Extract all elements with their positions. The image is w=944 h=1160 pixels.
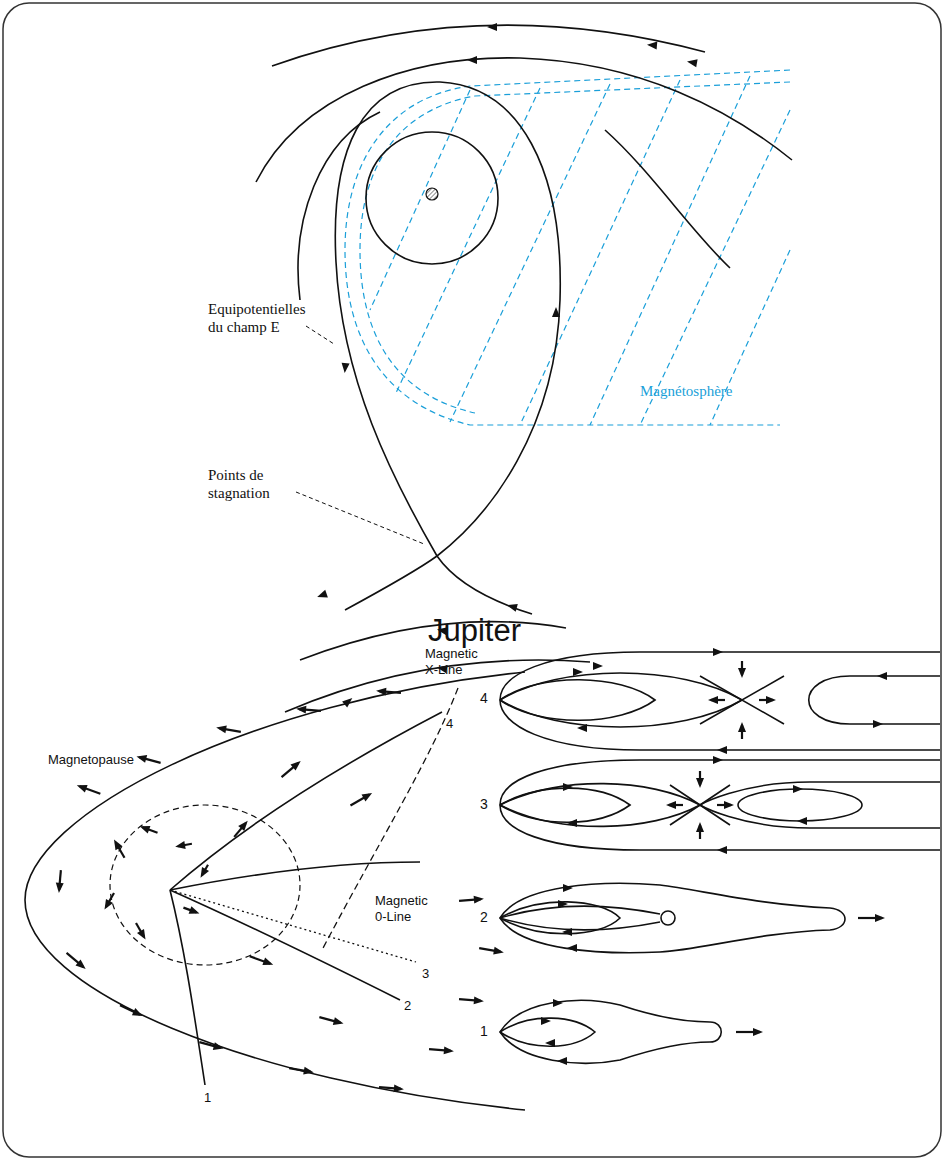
arrow-head [753,1028,763,1036]
arrow-head [175,841,186,849]
arrow-head [793,785,803,793]
arrow-head [766,696,776,704]
arrow-head [873,720,883,728]
arrow-head [666,801,676,809]
callout-number: 2 [480,909,488,926]
arrow-head [444,1046,454,1054]
arrow-head [296,706,306,714]
arrow-head [562,928,572,936]
note-label: Equipotentielles du champ E [208,300,313,336]
callout-number: 1 [204,1090,211,1106]
arrow-head [56,883,64,893]
arrow-head [713,648,723,656]
arrow-head [303,1067,314,1075]
arrow-head [738,722,746,732]
field-line-panels [500,652,940,1063]
line-label: Magnetic 0-Line [375,893,437,924]
planet-title: Jupiter [428,612,521,649]
arrow-head [563,783,573,791]
planet-symbol [426,188,438,200]
callout-number: 2 [404,998,411,1014]
line-label: Magnetic X-Line [425,646,487,677]
arrow-head [189,906,200,914]
arrow-head [140,826,151,834]
arrow-head [797,817,807,825]
arrow-head [708,696,718,704]
arrow-head [507,604,518,612]
arrow-head [105,899,114,910]
callout-number: 4 [446,716,453,732]
arrow-head [717,746,727,754]
arrow-head [696,778,704,788]
callout-number: 4 [480,690,488,707]
arrow-head [342,363,350,373]
arrow-head [137,755,148,763]
arrow-head [137,929,146,940]
callout-number: 3 [480,796,488,813]
arrow-head [474,896,484,904]
arrow-head [114,840,123,851]
arrow-head [545,1039,555,1047]
magnetosphere-region [345,70,790,425]
arrow-head [573,668,583,676]
arrow-head [557,1057,567,1065]
arrow-head [558,900,568,908]
callout-number: 1 [480,1023,488,1040]
arrow-head [474,996,484,1004]
arrow-head [213,1042,224,1050]
arrow-head [216,725,227,733]
region-label: Magnétosphère [640,382,732,400]
arrow-head [717,846,727,854]
leader-lines [296,326,424,544]
arrow-head [333,1017,344,1025]
magnetopause-view [25,672,525,1110]
arrow-head [291,761,301,771]
arrow-head [76,960,86,970]
arrow-head [541,1017,551,1025]
arrow-head [724,801,734,809]
arrow-head [647,42,657,50]
x-line [322,688,458,950]
frame [3,3,941,1157]
arrow-head [696,822,704,832]
callout-number: 3 [422,966,429,982]
arrow-head [262,958,273,966]
arrow-head [593,662,603,670]
arrow-head [201,867,210,878]
boundary-label: Magnetopause [48,752,134,768]
flow-arrows [56,23,887,1092]
note-label: Points de stagnation [208,466,303,502]
arrow-head [553,999,563,1007]
arrow-head [376,688,386,696]
arrow-head [552,307,560,317]
arrow-head [567,944,577,952]
arrow-head [875,914,885,922]
arrow-head [362,793,373,802]
arrow-head [738,668,746,678]
arrow-head [77,785,88,793]
dashed-ellipse [110,805,300,965]
arrow-head [877,672,887,680]
arrow-head [342,698,352,708]
arrow-head [317,590,328,598]
arrow-head [132,1008,143,1016]
equipotential-lines [256,25,792,712]
arrow-head [467,56,477,64]
arrow-head [487,23,497,31]
arrow-head [493,947,504,955]
arrow-head [567,819,577,827]
arrow-head [577,724,587,732]
arrow-head [687,59,698,67]
arrow-head [238,821,248,831]
arrow-head [563,884,573,892]
arrow-head [394,1084,404,1092]
arrow-head [713,756,723,764]
